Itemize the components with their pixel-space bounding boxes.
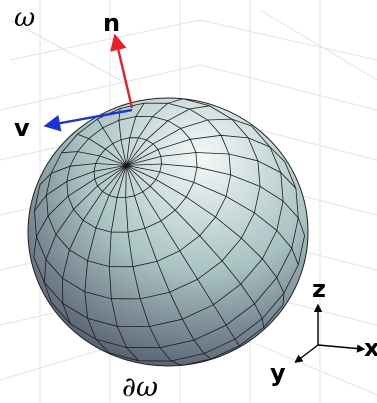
x-axis-line: [317, 344, 366, 353]
faceted-sphere: [27, 97, 309, 367]
coordinate-axes: [294, 303, 366, 364]
y-axis-line: [294, 344, 319, 364]
sphere-facet-edge: [126, 118, 252, 166]
sphere-facet-edge: [33, 125, 284, 327]
sphere-facet-edge: [62, 165, 127, 325]
sphere-facet-edge: [34, 165, 127, 212]
sphere-facet-edge: [97, 118, 127, 166]
sphere-facet-edge: [125, 165, 240, 347]
sphere-facet-edge: [118, 108, 127, 166]
y-axis-label: y: [270, 359, 286, 387]
z-axis-label: z: [312, 275, 326, 303]
sphere-facet-edge: [125, 98, 184, 166]
sphere-facet-edge: [39, 163, 127, 185]
normal-label: n: [103, 9, 120, 37]
sphere-facet-edge: [43, 165, 127, 303]
sphere-facet-edge: [33, 98, 261, 300]
sphere-facet-edge: [108, 165, 140, 362]
sphere-facet-edge: [77, 133, 127, 166]
sphere-facet-edge: [125, 165, 183, 366]
sphere-facet-edge: [126, 163, 305, 236]
velocity-vector: [43, 108, 133, 132]
sphere-facet-edge: [125, 102, 145, 166]
velocity-label: v: [14, 114, 30, 142]
sphere-facet-edge: [125, 165, 212, 360]
sphere-facet-edge: [126, 134, 286, 166]
sphere-facet-edge: [61, 151, 127, 166]
normal-vector: [110, 33, 134, 109]
x-axis-label: x: [364, 334, 377, 362]
sphere-facet-edge: [126, 165, 265, 328]
omega-label: ω: [14, 3, 35, 33]
sphere-facet-edge: [84, 165, 127, 354]
sphere-facet-edge: [126, 152, 297, 189]
sphere-facet-edge: [33, 165, 127, 258]
sphere-facet-edge: [126, 165, 285, 305]
sphere-facet-edge: [126, 165, 299, 266]
sphere-facet-edge: [125, 105, 210, 166]
boundary-label: ∂ω: [122, 372, 158, 403]
